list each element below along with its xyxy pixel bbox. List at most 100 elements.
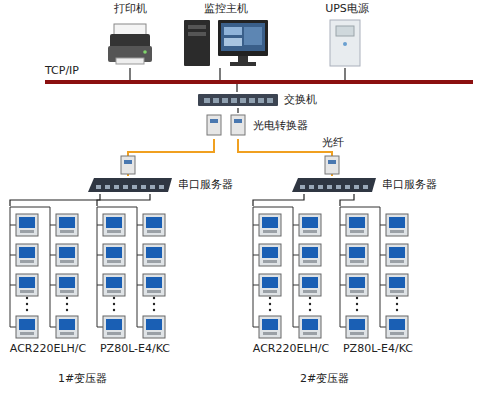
ups-panel <box>336 26 354 36</box>
meter-buttons <box>60 230 74 233</box>
bus-wire <box>50 225 56 226</box>
meter-body <box>346 214 368 236</box>
meter-screen <box>349 247 365 258</box>
meter-buttons <box>60 260 74 263</box>
ellipsis-dot <box>269 303 271 305</box>
meter-screen <box>262 247 278 258</box>
serial-port <box>309 185 314 189</box>
screen-window <box>224 38 242 46</box>
meter-group: PZ80L-E4/KC <box>336 206 420 356</box>
meter-buttons <box>60 332 74 335</box>
printer-top <box>110 34 150 48</box>
monitor-base <box>230 62 256 66</box>
meter-screen <box>59 319 75 330</box>
ellipsis-dot <box>113 303 115 305</box>
meter-group: PZ80L-E4/KC <box>93 206 177 356</box>
ellipsis-dot <box>113 297 115 299</box>
bus-wire <box>10 327 16 328</box>
serial-port <box>150 185 155 189</box>
meter-buttons <box>107 260 121 263</box>
bus-wire <box>97 225 103 226</box>
bus-wire <box>253 285 259 286</box>
meter-screen <box>106 319 122 330</box>
meter-buttons <box>20 230 34 233</box>
ellipsis-dot <box>309 309 311 311</box>
ellipsis-dot <box>113 309 115 311</box>
ellipsis-dot <box>269 297 271 299</box>
meter-buttons <box>350 290 364 293</box>
meter-screen <box>146 277 162 288</box>
wire-connector <box>237 108 238 113</box>
switch-port <box>213 98 219 103</box>
serial-port <box>363 185 368 189</box>
meter-body <box>103 274 125 296</box>
wire-connector <box>344 68 345 80</box>
meter-buttons <box>20 290 34 293</box>
meter-buttons <box>20 332 34 335</box>
bus-wire <box>340 327 346 328</box>
meter-body <box>259 316 281 338</box>
ellipsis-dot <box>26 309 28 311</box>
pc-tower <box>184 20 210 66</box>
meter-buttons <box>303 290 317 293</box>
meter-screen <box>146 217 162 228</box>
ups-node: UPS电源 <box>312 2 382 68</box>
switch-port <box>240 98 246 103</box>
bus-wire <box>380 255 386 256</box>
bus-wire <box>10 207 50 208</box>
meter-body <box>259 244 281 266</box>
bus-wire <box>10 225 16 226</box>
meter-buttons <box>350 332 364 335</box>
network-bus: TCP/IP <box>45 80 473 84</box>
meter-body <box>56 214 78 236</box>
bus-wire <box>10 255 16 256</box>
bus-wire <box>253 327 259 328</box>
bus-wire <box>380 285 386 286</box>
node-label: UPS电源 <box>312 2 382 16</box>
meter-screen <box>389 247 405 258</box>
bus-wire <box>293 225 299 226</box>
bus-wire <box>137 255 143 256</box>
bus-wire <box>97 285 103 286</box>
meter-body <box>143 214 165 236</box>
node-label: 监控主机 <box>178 2 274 16</box>
serial-server-node: 串口服务器 <box>88 176 238 194</box>
bus-wire <box>340 285 346 286</box>
screen-window <box>244 27 262 45</box>
ellipsis-dot <box>309 297 311 299</box>
serial-port <box>327 185 332 189</box>
ellipsis-dot <box>153 309 155 311</box>
ellipsis-dot <box>153 297 155 299</box>
meter-screen <box>302 247 318 258</box>
bus-wire <box>137 327 143 328</box>
switch-port <box>204 98 210 103</box>
switch-port <box>258 98 264 103</box>
bus-wire <box>50 255 56 256</box>
bus-wire <box>50 327 56 328</box>
screen-window <box>224 27 242 35</box>
meter-buttons <box>263 290 277 293</box>
ellipsis-dot <box>269 309 271 311</box>
meter-body <box>299 274 321 296</box>
node-label: 打印机 <box>100 2 160 16</box>
printer-node: 打印机 <box>100 2 160 68</box>
device-icon <box>6 206 90 356</box>
drive-bay <box>188 25 206 29</box>
switch-port <box>231 98 237 103</box>
device-icon <box>249 206 333 356</box>
ellipsis-dot <box>26 297 28 299</box>
bus-wire <box>340 207 380 208</box>
meter-body <box>386 244 408 266</box>
transformer-label: 1#变压器 <box>58 372 107 386</box>
meter-body <box>386 316 408 338</box>
meter-screen <box>146 319 162 330</box>
device-icon <box>336 206 420 356</box>
meter-body <box>299 316 321 338</box>
node-label: ACR220ELH/C <box>2 342 94 356</box>
meter-body <box>346 316 368 338</box>
meter-body <box>103 244 125 266</box>
switch-node: 交换机 <box>198 92 328 108</box>
meter-screen <box>302 319 318 330</box>
paper-out <box>116 58 144 64</box>
meter-buttons <box>263 332 277 335</box>
